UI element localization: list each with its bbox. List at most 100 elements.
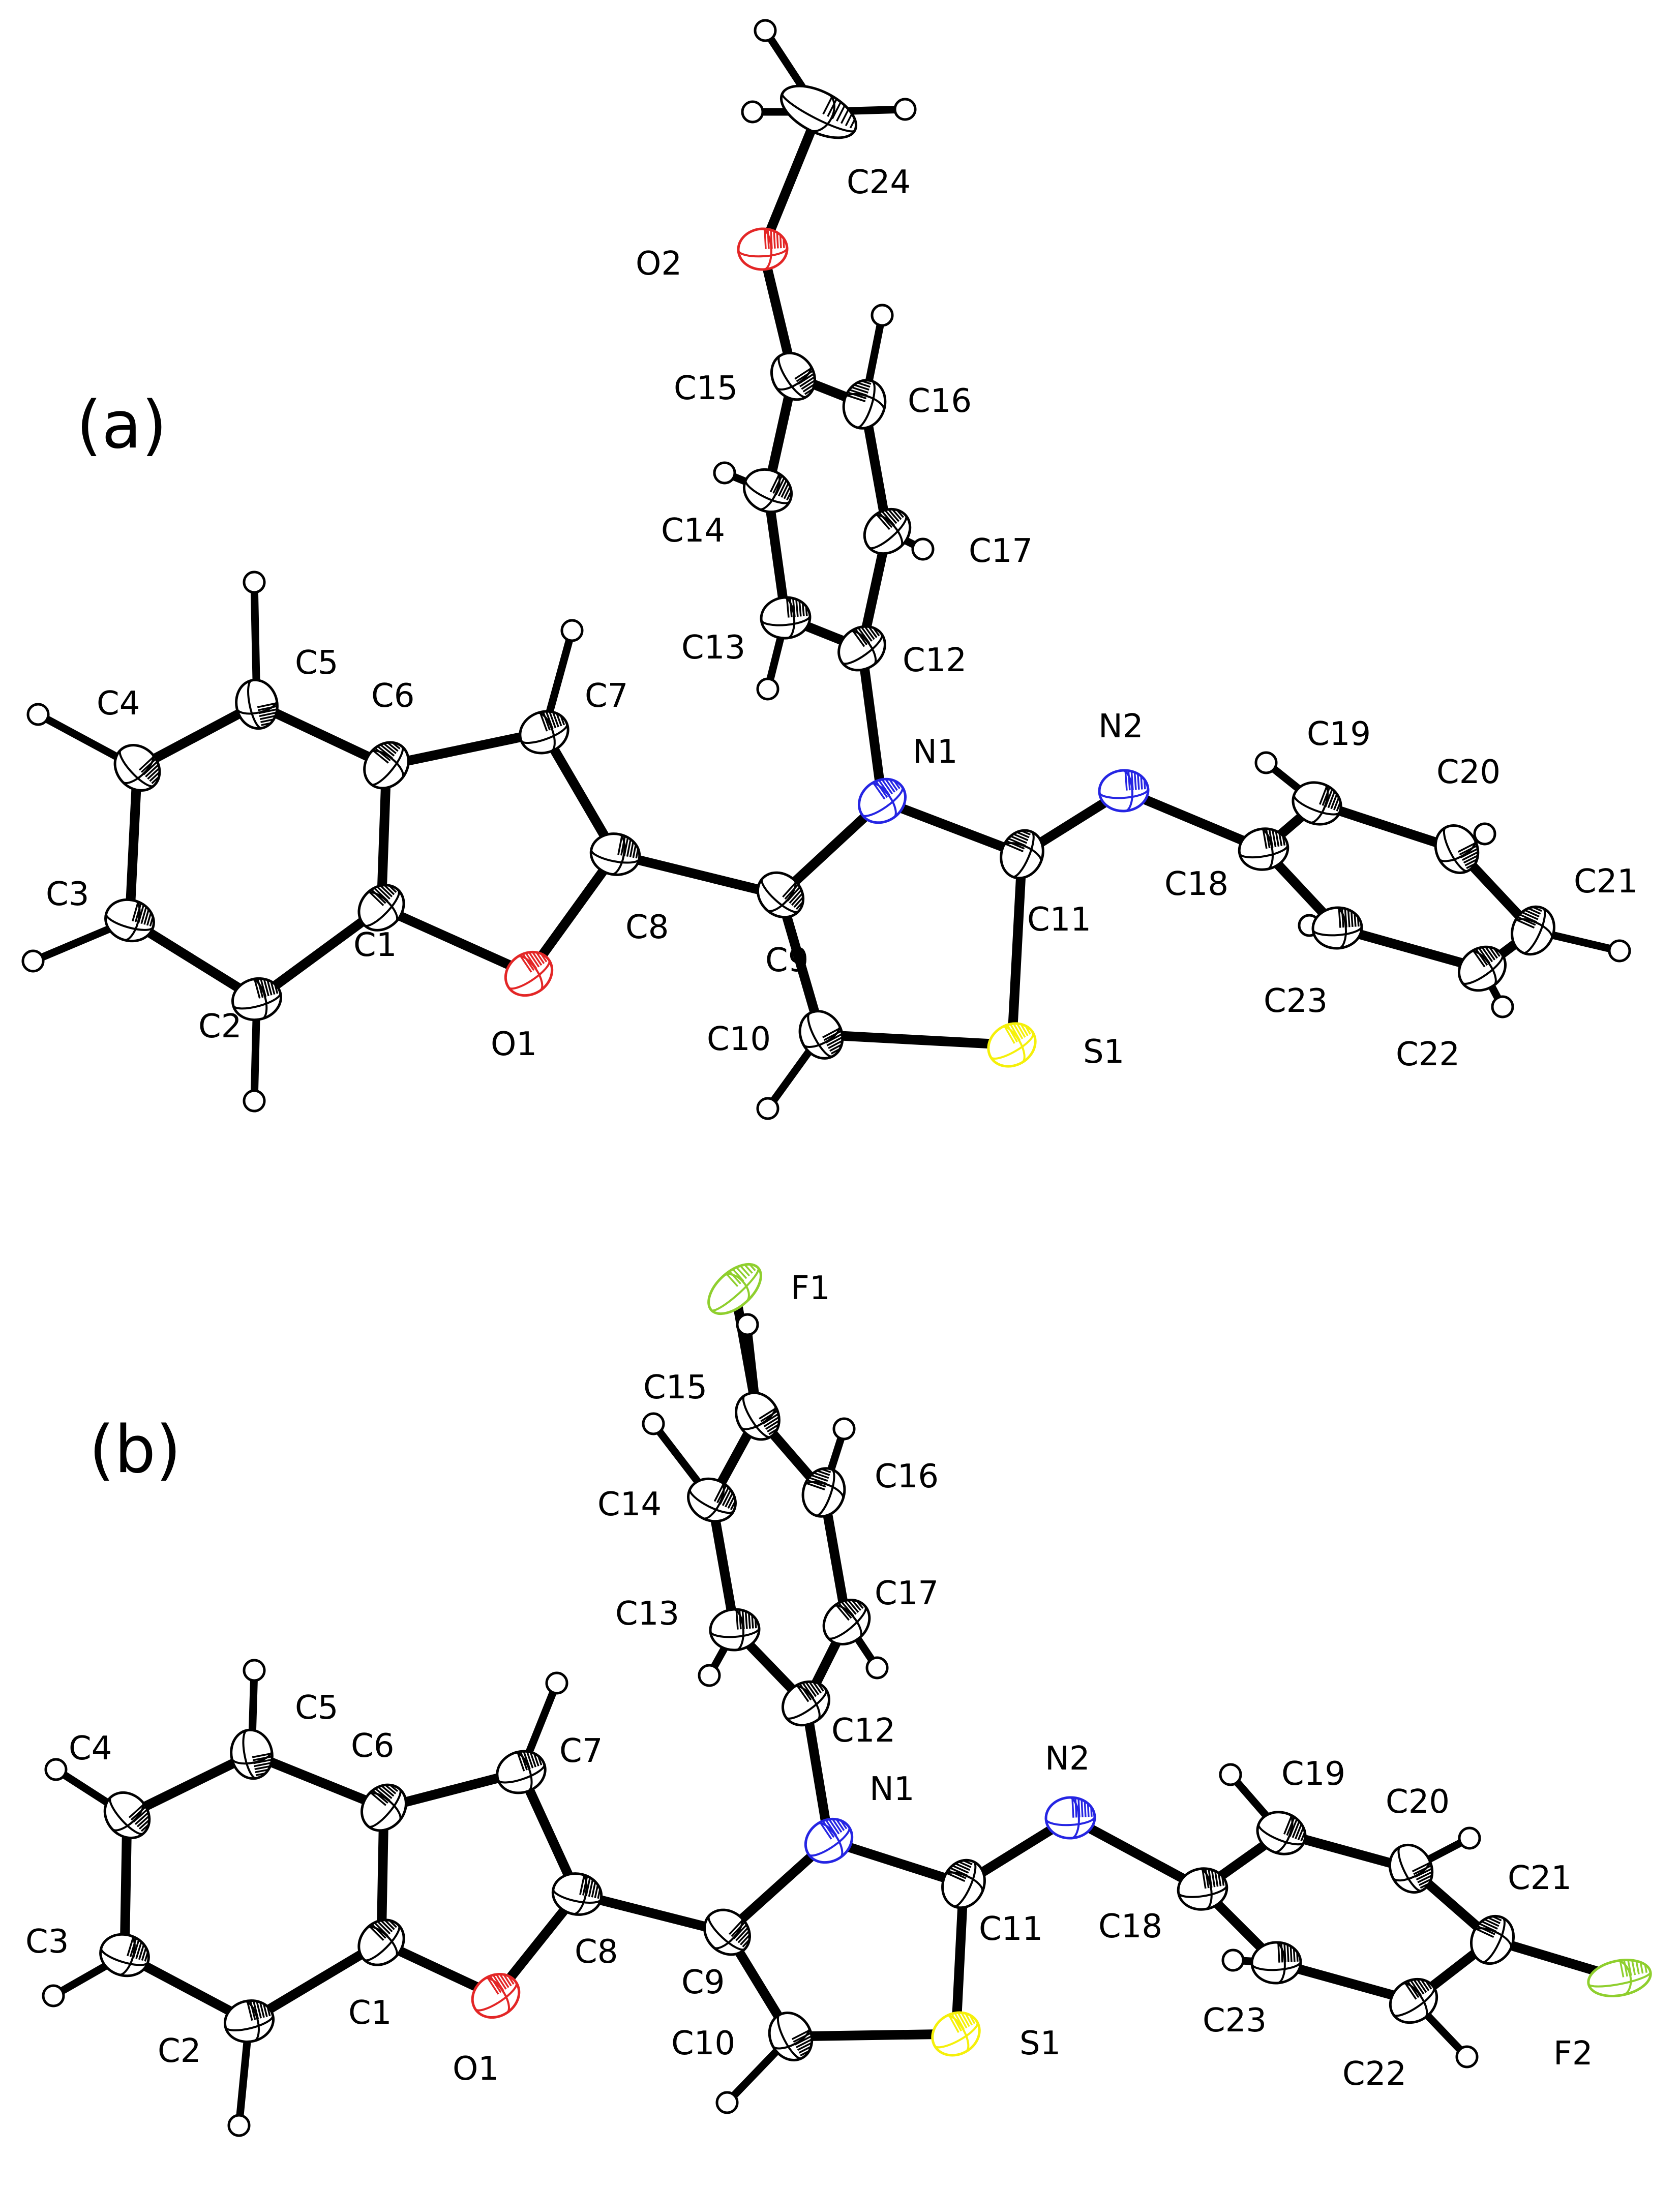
hydrogen-atom bbox=[42, 1984, 65, 2007]
octant-hatch bbox=[517, 1751, 543, 1772]
atom-label-c19: C19 bbox=[1281, 1755, 1345, 1793]
principal-axis-arc bbox=[1522, 907, 1546, 954]
atom-label-c9: C9 bbox=[765, 942, 808, 979]
principal-axis-arc bbox=[520, 723, 568, 744]
principal-axis-arc bbox=[507, 960, 551, 990]
hydrogen-atom bbox=[715, 2091, 739, 2114]
principal-axis-arc bbox=[224, 2015, 274, 2031]
octant-hatch bbox=[486, 1973, 515, 1995]
atom-label-c4: C4 bbox=[69, 1730, 112, 1767]
principal-axis-arc bbox=[760, 615, 811, 626]
octant-hatch bbox=[579, 1875, 601, 1899]
octant-hatch bbox=[368, 884, 397, 906]
octant-hatch bbox=[764, 228, 785, 249]
bond-s1-c11 bbox=[1007, 849, 1027, 1050]
principal-axis-arc bbox=[707, 1914, 746, 1951]
hydrogen-atom bbox=[545, 1671, 568, 1695]
bond-c5-c6 bbox=[252, 699, 392, 770]
octant-hatch bbox=[1457, 842, 1479, 869]
atom-c18 bbox=[1238, 827, 1289, 871]
atom-c3 bbox=[99, 1933, 150, 1977]
atom-label-c6: C6 bbox=[351, 1727, 394, 1765]
octant-hatch bbox=[946, 1860, 973, 1882]
atom-label-c24: C24 bbox=[847, 164, 911, 201]
atom-c12 bbox=[781, 1680, 831, 1727]
atom-c19 bbox=[1292, 781, 1342, 826]
principal-axis-arc bbox=[934, 2021, 979, 2049]
atom-c20 bbox=[1434, 824, 1480, 874]
bond-c4-c5 bbox=[122, 1749, 257, 1820]
atom-c8 bbox=[589, 832, 641, 876]
octant-hatch bbox=[1201, 1868, 1225, 1889]
atom-label-c13: C13 bbox=[681, 629, 745, 667]
octant-hatch bbox=[725, 1264, 756, 1287]
principal-axis-arc bbox=[781, 93, 856, 133]
octant-hatch bbox=[246, 2000, 271, 2021]
atom-s1 bbox=[987, 1022, 1037, 1068]
octant-hatch bbox=[253, 978, 279, 999]
principal-axis-arc bbox=[1257, 1823, 1305, 1846]
principal-axis-arc bbox=[1251, 1961, 1302, 1971]
atom-c6 bbox=[361, 1783, 407, 1832]
atom-label-c17: C17 bbox=[875, 1575, 939, 1612]
hydrogen-atom bbox=[642, 1412, 665, 1435]
atom-o1 bbox=[471, 1972, 521, 2019]
octant-hatch bbox=[1515, 906, 1542, 929]
atom-label-c3: C3 bbox=[25, 1923, 69, 1961]
principal-axis-arc bbox=[242, 1729, 257, 1780]
atom-label-n2: N2 bbox=[1098, 708, 1144, 745]
atom-c21 bbox=[1469, 1914, 1515, 1965]
hydrogen-atom bbox=[756, 1097, 779, 1120]
octant-hatch bbox=[1475, 1915, 1502, 1938]
atom-label-c2: C2 bbox=[198, 1008, 242, 1045]
hydrogen-atom bbox=[1608, 939, 1631, 963]
bond-c10-s1 bbox=[816, 1030, 1017, 1050]
atom-c4 bbox=[113, 744, 161, 792]
atom-label-c10: C10 bbox=[707, 1021, 771, 1058]
hydrogen-atom bbox=[243, 1089, 266, 1113]
atom-c3 bbox=[104, 898, 155, 943]
atom-c13 bbox=[709, 1608, 761, 1652]
bond-o2-c24 bbox=[758, 107, 824, 254]
atom-label-c22: C22 bbox=[1342, 2055, 1406, 2093]
atom-c21 bbox=[1511, 905, 1555, 956]
atom-label-n1: N1 bbox=[869, 1771, 915, 1808]
atom-label-c11: C11 bbox=[1027, 901, 1091, 939]
principal-axis-arc bbox=[1392, 1987, 1435, 2017]
atom-c23 bbox=[1311, 906, 1363, 950]
principal-axis-arc bbox=[1443, 826, 1468, 873]
atom-c2 bbox=[231, 977, 283, 1022]
atom-c11 bbox=[1000, 829, 1044, 880]
octant-hatch bbox=[822, 1027, 843, 1055]
hydrogen-atom bbox=[756, 677, 779, 701]
atom-o2 bbox=[737, 227, 789, 271]
principal-axis-arc bbox=[744, 479, 791, 504]
atom-label-o1: O1 bbox=[491, 1026, 537, 1063]
principal-axis-arc bbox=[807, 1012, 833, 1058]
bond-c11-n1 bbox=[824, 1836, 969, 1889]
octant-hatch bbox=[729, 1919, 751, 1947]
principal-axis-arc bbox=[1045, 1816, 1096, 1826]
atom-label-c16: C16 bbox=[875, 1458, 939, 1495]
atom-o1 bbox=[504, 950, 554, 997]
atom-n1 bbox=[804, 1817, 854, 1864]
atom-c15 bbox=[735, 1391, 781, 1441]
hydrogen-atom bbox=[698, 1664, 721, 1687]
atom-c17 bbox=[822, 1599, 871, 1645]
hydrogen-atom bbox=[832, 1417, 856, 1441]
atom-c10 bbox=[798, 1010, 844, 1060]
atom-label-c17: C17 bbox=[969, 532, 1033, 570]
atom-label-c22: C22 bbox=[1396, 1036, 1460, 1073]
principal-axis-arc bbox=[363, 1924, 401, 1962]
bond-n2-c18 bbox=[1065, 1813, 1208, 1894]
hydrogen-atom bbox=[1455, 2045, 1479, 2069]
octant-hatch bbox=[872, 778, 901, 800]
atom-c14 bbox=[742, 468, 793, 514]
principal-axis-arc bbox=[232, 993, 282, 1010]
atom-label-c20: C20 bbox=[1386, 1783, 1450, 1821]
atom-label-c23: C23 bbox=[1203, 2002, 1267, 2040]
principal-axis-arc bbox=[552, 1889, 602, 1904]
atom-label-c10: C10 bbox=[671, 2025, 735, 2062]
atom-c14 bbox=[687, 1477, 737, 1523]
